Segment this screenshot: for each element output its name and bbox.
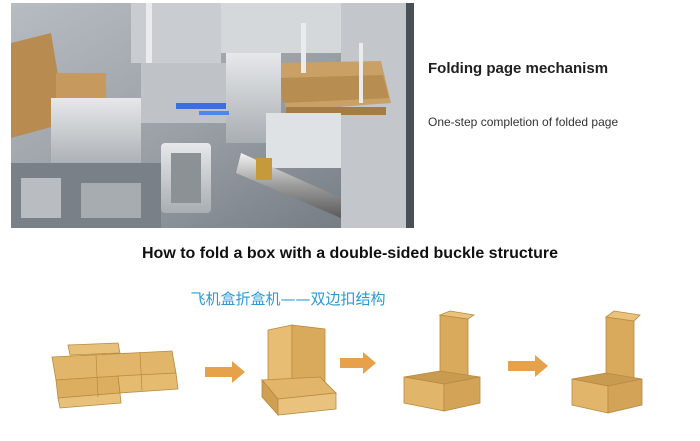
folding-steps-diagram: 飞机盒折盒机——双边扣结构 xyxy=(51,290,643,417)
machine-photo xyxy=(11,3,414,228)
feature-description: One-step completion of folded page xyxy=(428,115,619,129)
step-tray-formed xyxy=(403,310,481,412)
feature-title: Folding page mechanism xyxy=(428,60,609,77)
step-arrow-3 xyxy=(508,355,548,377)
step-arrow-1 xyxy=(205,361,245,383)
step-arrow-2 xyxy=(340,352,376,374)
step-flat-blank xyxy=(51,342,179,409)
diagram-caption: 飞机盒折盒机——双边扣结构 xyxy=(190,290,385,308)
section-title: How to fold a box with a double-sided bu… xyxy=(141,245,559,262)
step-side-folded xyxy=(261,324,337,417)
step-lid-ready xyxy=(571,310,643,414)
